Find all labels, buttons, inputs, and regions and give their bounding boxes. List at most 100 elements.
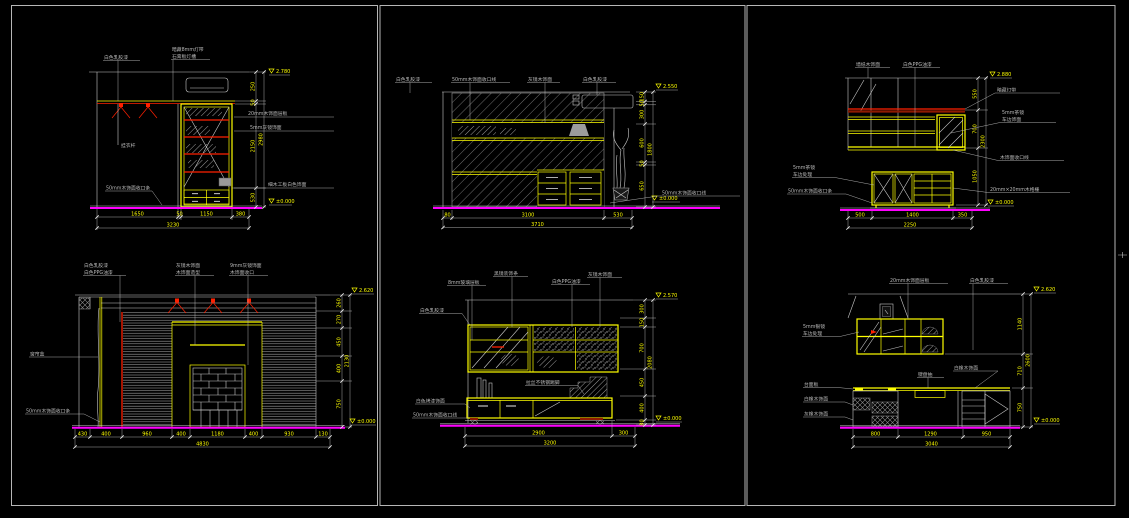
dim-chain-bottom: 800 1290 950 3040 <box>851 429 1012 449</box>
callout: 5mm灰镜饰面 <box>250 124 282 131</box>
callout: 白色乳胶漆 <box>84 262 108 269</box>
dim-label: 700 <box>640 343 646 353</box>
viewport-frame-right <box>746 5 1116 506</box>
callouts: 20mm木饰面层板 白色乳胶漆 键盘抽 5mm银镜 车边处理 台面板 白橡木饰面… <box>802 277 1008 421</box>
shelf-lines <box>184 119 229 173</box>
dim-label: 130 <box>318 432 328 438</box>
dim-total: 2980 <box>259 133 265 146</box>
dim-chain-right: 250 50 2150 530 2980 <box>232 70 266 209</box>
callout: 白橡木饰面 <box>804 396 828 403</box>
wall-shelf-lines <box>452 119 604 175</box>
callout: 50mm木饰面收口线 <box>452 76 496 83</box>
dim-total: 3200 <box>544 441 557 447</box>
dim-label: 450 <box>337 337 343 347</box>
callout: 白色PPG油漆 <box>552 278 581 285</box>
center-niche <box>171 321 263 428</box>
air-conditioner <box>185 77 229 93</box>
callout: 5mm茶镜 <box>793 164 815 171</box>
wall-cabinet <box>856 318 944 355</box>
dim-label: 950 <box>982 432 992 438</box>
beam-section <box>78 297 91 310</box>
dim-label: 1140 <box>1018 318 1024 331</box>
safe-box <box>218 177 232 187</box>
side-cabinet <box>961 390 1011 428</box>
dim-label: 400 <box>640 403 646 413</box>
elevation-top-middle-bedroom-wall: 80 3100 530 3710 150 50 300 600 50 650 1… <box>395 76 740 230</box>
callout: 50mm木饰面收口线 <box>662 190 706 197</box>
dim-label: 400 <box>337 364 343 374</box>
dim-label: 500 <box>855 213 865 219</box>
dim-label: 430 <box>78 432 88 438</box>
callout: 灰镜木饰面 <box>588 271 612 278</box>
dim-total: 2130 <box>345 355 351 368</box>
callout: 5mm茶镜 <box>1002 109 1024 116</box>
dim-chain-bottom: 500 1400 350 2250 <box>846 211 974 230</box>
callout: 黑镜装饰条 <box>494 270 518 277</box>
callout: 键盘抽 <box>918 371 933 378</box>
callout: 台面板 <box>804 381 819 388</box>
dim-label: 650 <box>640 181 646 191</box>
callout: 50mm木饰面收口条 <box>788 188 832 195</box>
callout: 白色乳胶漆 <box>104 54 128 61</box>
dim-label: 1050 <box>973 170 979 183</box>
brick-courses <box>193 373 242 403</box>
callout: 白色乳胶漆 <box>420 307 444 314</box>
callout: 白色乳胶漆 <box>396 76 420 83</box>
dim-total: 2080 <box>648 356 654 369</box>
level-markers: 2.780 ±0.000 <box>268 68 295 206</box>
dim-label: 400 <box>101 432 111 438</box>
level-marker: ±0.000 <box>276 199 295 205</box>
sheet-frames <box>11 5 1127 506</box>
callout: 暗藏8mm灯带 <box>172 46 204 53</box>
upper-cabinet <box>467 324 619 373</box>
level-marker: ±0.000 <box>1041 418 1060 424</box>
callout: 20mm木饰面层板 <box>890 277 930 284</box>
level-marker: 2.780 <box>276 69 290 75</box>
wardrobe-cabinet <box>180 103 233 208</box>
callout: 白橡木饰面 <box>954 365 978 372</box>
dim-label: 930 <box>284 432 294 438</box>
dim-chain-bottom: 80 3100 530 3710 <box>441 210 634 230</box>
callout: 挂衣杆 <box>121 142 136 149</box>
elevation-bottom-right-desk-wall: 800 1290 950 3040 1140 710 750 2600 2.62… <box>802 277 1060 449</box>
dim-label: 260 <box>337 298 343 308</box>
dim-label: 80 <box>444 213 450 219</box>
callouts: 白色乳胶漆 暗藏8mm灯带 石膏板灯槽 挂衣杆 20mm木饰面层板 5mm灰镜饰… <box>103 46 334 206</box>
callouts: 墙纸木饰面 白色PPG油漆 暗藏灯带 5mm茶镜 车边饰面 木饰面收口线 20m… <box>787 61 1070 204</box>
dim-label: 550 <box>973 89 979 99</box>
elevation-bottom-left-tv-wall: 430 400 960 400 1180 400 930 130 4830 26… <box>25 262 376 449</box>
level-markers: 2.620 ±0.000 <box>1033 286 1060 425</box>
level-marker: ±0.000 <box>995 200 1014 206</box>
callout: 灰镜木饰面 <box>528 76 552 83</box>
dim-total: 2600 <box>1026 354 1032 367</box>
dim-label: 1290 <box>924 432 937 438</box>
dim-label: 250 <box>251 82 257 92</box>
dim-label: 50 <box>176 212 182 218</box>
curtain-edge <box>96 307 100 428</box>
dim-chain-right: 550 700 1050 2300 <box>956 76 988 207</box>
dim-total: 3040 <box>925 442 938 448</box>
dim-total: 4830 <box>196 442 209 448</box>
dim-label: 2900 <box>532 431 545 437</box>
dim-chain-right: 150 50 300 600 50 650 1800 <box>636 90 656 209</box>
callout: 8mm玻璃层板 <box>448 279 480 286</box>
keyboard-tray <box>914 390 946 398</box>
callout: 车边饰面 <box>1002 116 1021 123</box>
callout: 20mm木饰面层板 <box>248 110 288 117</box>
dim-label: 750 <box>337 399 343 409</box>
viewport-frame-left <box>11 5 378 506</box>
dim-label: 710 <box>1018 366 1024 376</box>
dim-total: 2300 <box>981 135 987 148</box>
dim-total: 3710 <box>531 222 544 228</box>
callout: 木饰面收口 <box>230 269 254 276</box>
dim-chain-bottom: 1650 50 1150 380 3230 <box>95 209 251 230</box>
level-markers: 2.570 ±0.000 <box>655 292 682 423</box>
drawer-chests <box>537 169 604 207</box>
callout: 木饰面收口线 <box>1000 154 1029 161</box>
dim-label: 400 <box>176 432 186 438</box>
lower-cabinet <box>465 397 615 425</box>
dim-label: 2150 <box>251 140 257 153</box>
headboard <box>581 94 634 109</box>
